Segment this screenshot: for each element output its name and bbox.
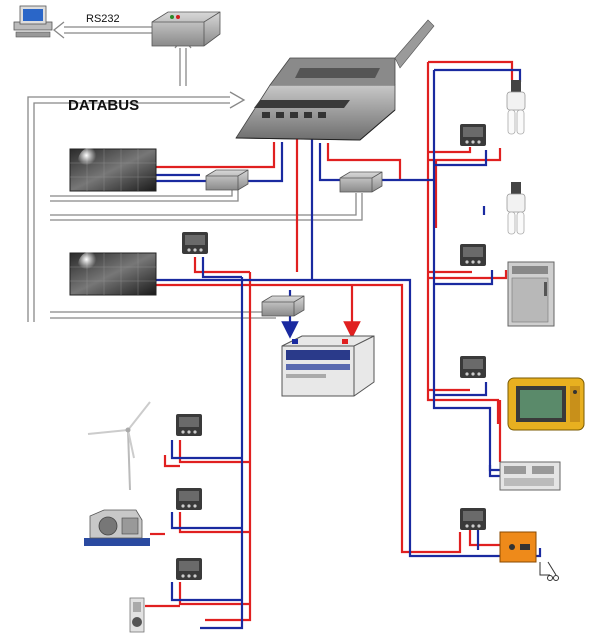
shunt-box-icon bbox=[339, 171, 383, 193]
solar-panel-icon bbox=[69, 147, 157, 192]
switch-module-icon bbox=[182, 232, 208, 254]
rs232-label: RS232 bbox=[86, 13, 120, 25]
refrigerator-icon bbox=[507, 261, 555, 327]
shunt-box-icon bbox=[205, 169, 249, 191]
solar-charge-controller-icon bbox=[235, 19, 435, 141]
computer-icon bbox=[13, 5, 53, 38]
wind-turbine-icon bbox=[87, 401, 151, 491]
switch-module-icon bbox=[460, 124, 486, 146]
television-icon bbox=[507, 377, 585, 431]
negative-wiring bbox=[156, 68, 542, 630]
light-bulb-icon bbox=[506, 80, 526, 135]
light-bulb-icon bbox=[506, 182, 526, 235]
battery-icon bbox=[281, 335, 375, 397]
stereo-icon bbox=[499, 461, 561, 491]
data-gateway-icon bbox=[151, 11, 221, 47]
switch-module-icon bbox=[176, 488, 202, 510]
switch-module-icon bbox=[460, 244, 486, 266]
shunt-box-icon bbox=[261, 295, 305, 317]
switch-module-icon bbox=[176, 414, 202, 436]
generator-icon bbox=[84, 509, 150, 546]
solar-panel-icon bbox=[69, 251, 157, 296]
switch-module-icon bbox=[460, 508, 486, 530]
databus-label: DATABUS bbox=[68, 97, 139, 114]
switch-module-icon bbox=[460, 356, 486, 378]
inverter-icon bbox=[499, 531, 537, 563]
outlet-terminals-icon bbox=[547, 575, 559, 581]
switch-module-icon bbox=[176, 558, 202, 580]
positive-wiring bbox=[145, 60, 520, 622]
hydro-turbine-icon bbox=[129, 597, 145, 633]
